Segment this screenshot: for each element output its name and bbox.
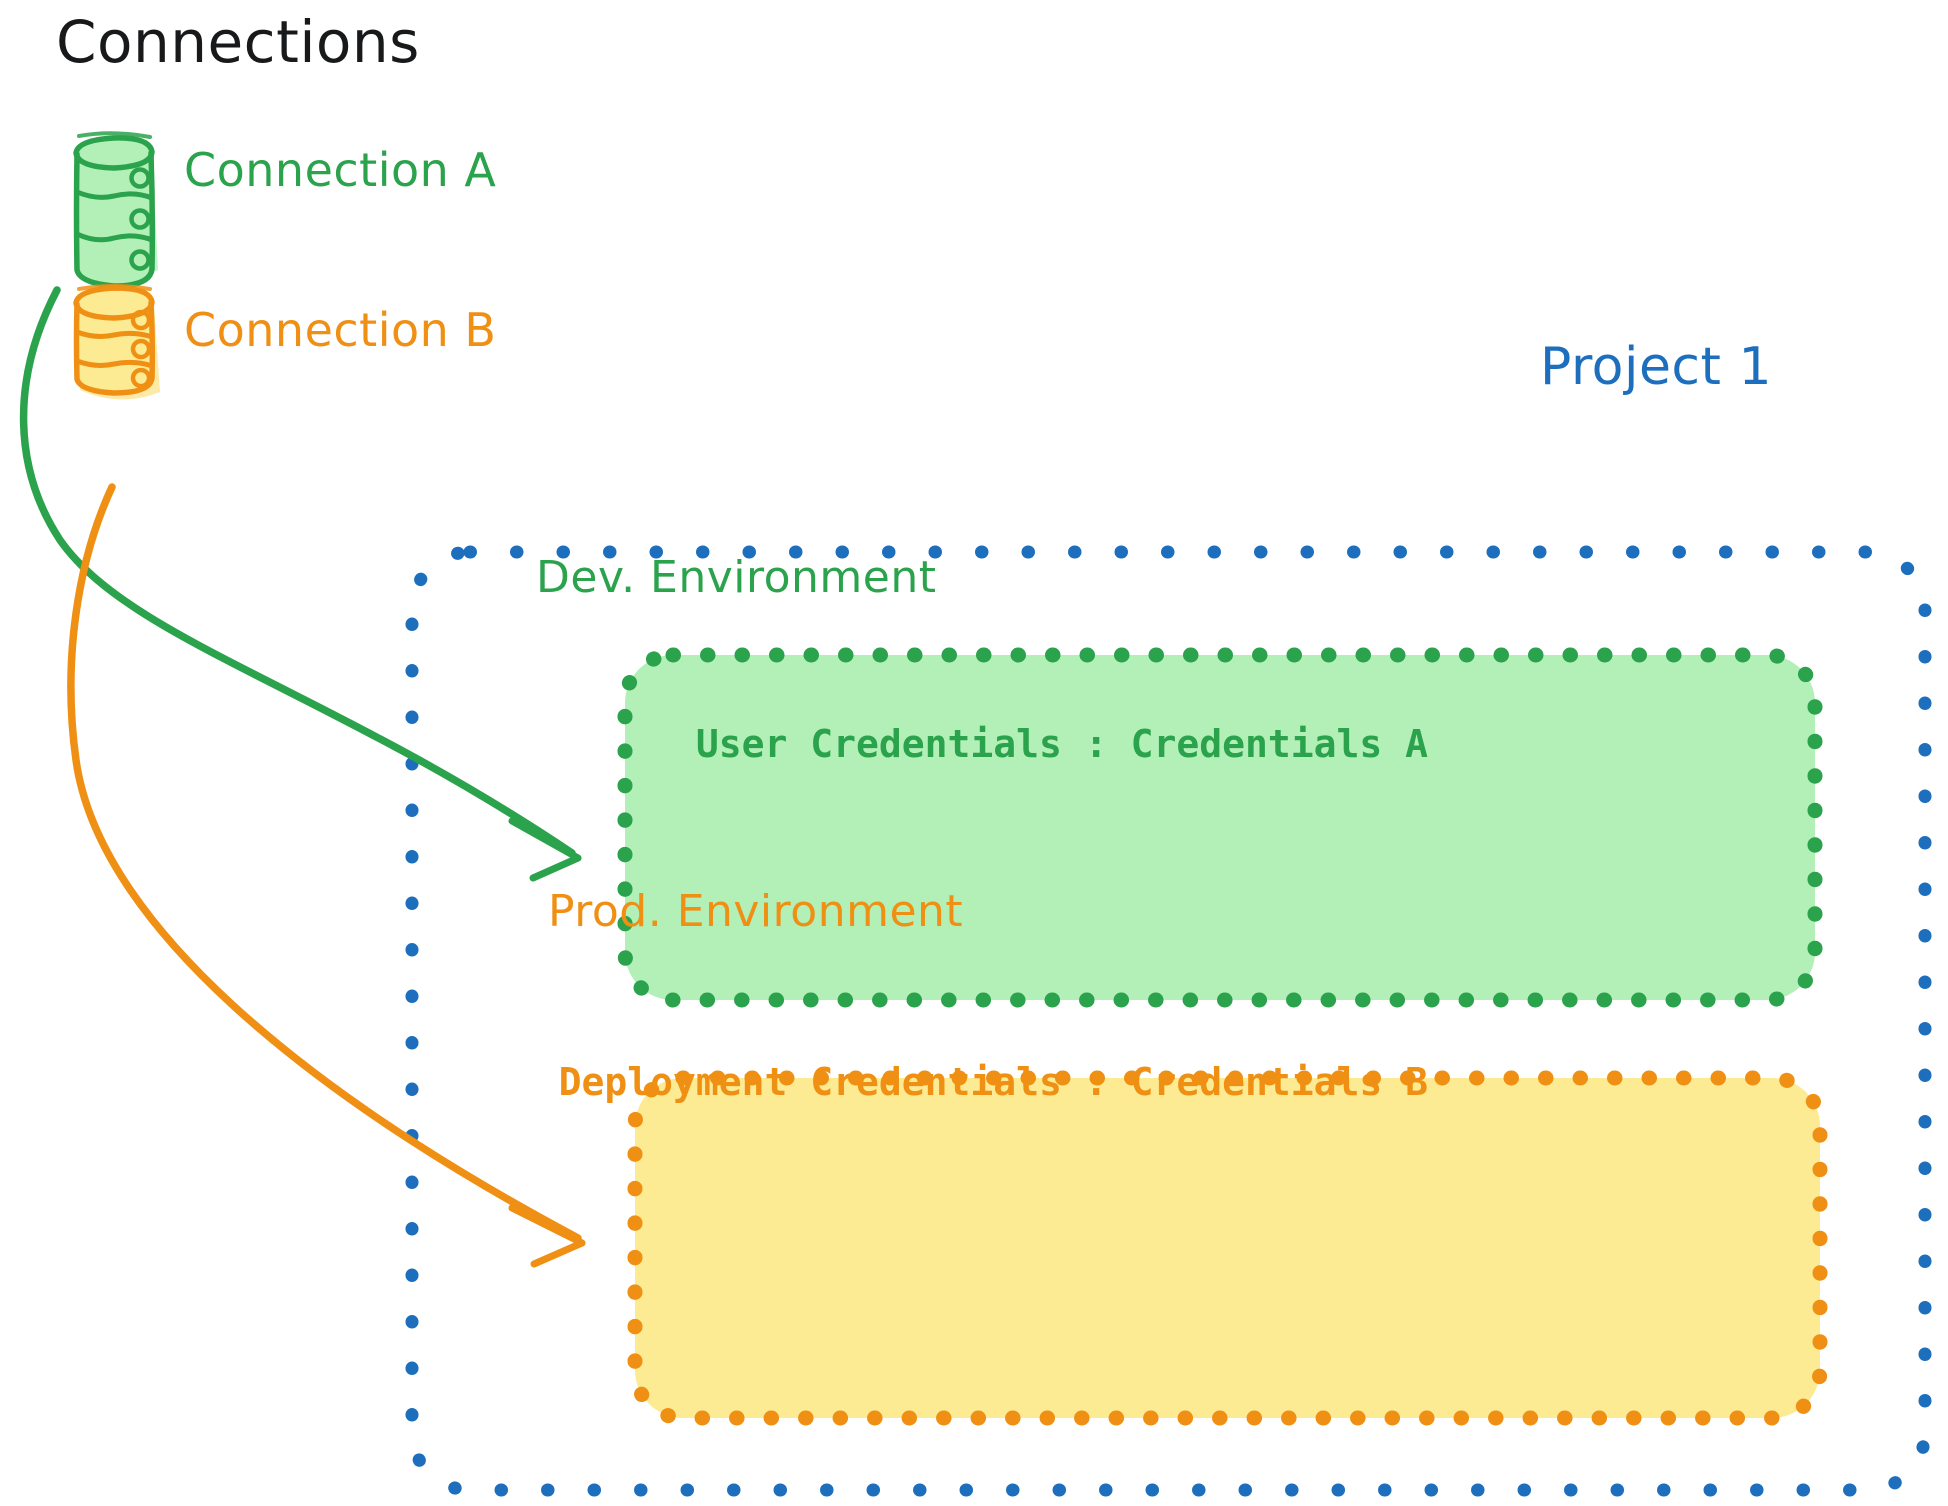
cylinder-a-top-ellipse: [73, 135, 155, 171]
cylinder-a-top-fill: [76, 139, 152, 165]
dev-environment-fill: [625, 655, 1815, 1000]
database-cylinder-icon-connection-a[interactable]: [73, 131, 158, 289]
arrow-b-curve: [67, 483, 582, 1242]
arrow-connection-b-to-prod: [67, 483, 586, 1268]
cylinder-b-top-ellipse: [73, 285, 155, 321]
project-1-label: Project 1: [1540, 337, 1773, 397]
dev-environment-title: Dev. Environment: [536, 552, 937, 603]
dev-credential-separator: :: [1084, 722, 1108, 766]
page-title: Connections: [56, 8, 420, 76]
prod-environment-fill: [635, 1078, 1820, 1418]
arrow-b-head-lower: [530, 1239, 586, 1268]
dev-environment-box[interactable]: [617, 647, 1823, 1008]
prod-credential-separator: :: [1084, 1060, 1108, 1104]
project-1-dotted-border: [405, 545, 1932, 1497]
dev-credential-value: Credentials A: [1130, 722, 1428, 766]
prod-environment-box[interactable]: [627, 1070, 1828, 1426]
cylinder-a-disk-dot-2: [129, 208, 151, 230]
connection-b-label[interactable]: Connection B: [184, 303, 497, 357]
arrow-b-head-upper: [508, 1204, 586, 1247]
cylinder-a-disk-dot-1: [129, 167, 151, 189]
cylinder-b-disk-dot-3: [130, 367, 152, 389]
prod-environment-credentials: Deployment Credentials : Credentials B: [559, 1060, 1428, 1104]
cylinder-b-divider-2: [74, 358, 155, 369]
dev-environment-credentials: User Credentials : Credentials A: [696, 722, 1428, 766]
cylinder-a-divider-1: [74, 189, 155, 201]
prod-environment-dotted-border: [627, 1070, 1828, 1426]
cylinder-b-top-sketch: [77, 284, 152, 291]
cylinder-b-disk-dot-1: [130, 309, 152, 331]
arrow-connection-a-to-dev: [19, 286, 582, 882]
cylinder-b-disk-dot-2: [130, 338, 152, 360]
dev-credential-key: User Credentials: [695, 722, 1062, 766]
arrow-a-head-upper: [508, 817, 582, 862]
prod-credential-key: Deployment Credentials: [558, 1060, 1062, 1104]
project-1-container[interactable]: [405, 545, 1932, 1497]
arrow-a-curve: [19, 286, 576, 857]
cylinder-b-top-fill: [76, 290, 152, 316]
connection-a-label[interactable]: Connection A: [184, 143, 497, 197]
cylinder-a-disk-dot-3: [129, 249, 151, 271]
cylinder-a-divider-2: [74, 231, 155, 243]
dev-environment-dotted-border: [617, 647, 1823, 1008]
cylinder-b-outline: [73, 300, 156, 396]
cylinder-b-divider-1: [74, 329, 155, 340]
arrow-a-head-lower: [529, 854, 582, 882]
prod-credential-value: Credentials B: [1130, 1060, 1428, 1104]
prod-environment-title: Prod. Environment: [548, 886, 964, 937]
database-cylinder-icon-connection-b[interactable]: [73, 284, 160, 400]
cylinder-a-top-sketch: [77, 131, 152, 139]
